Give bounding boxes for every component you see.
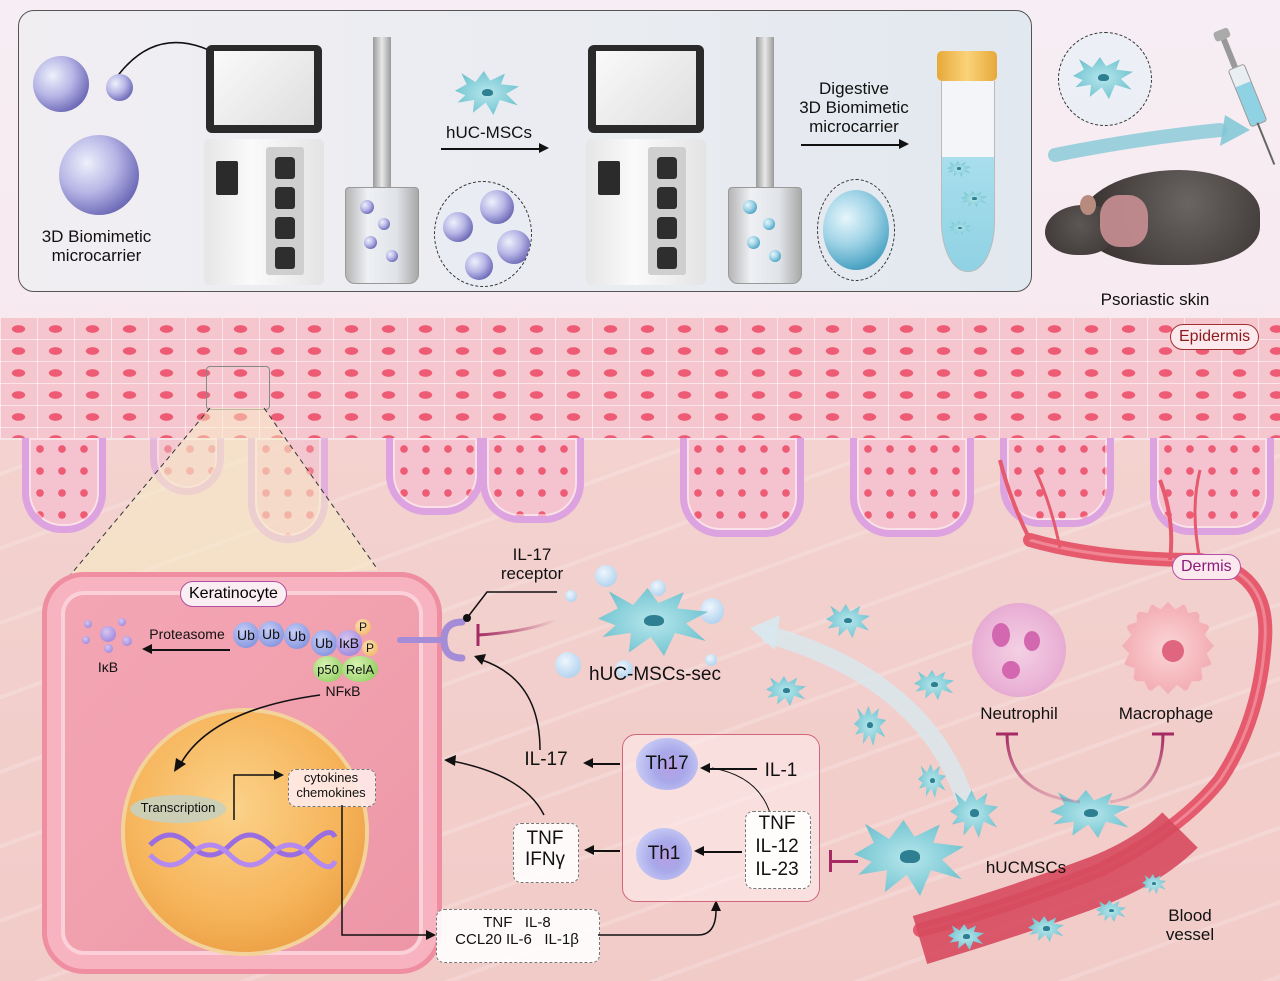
microcarrier-sphere-icon <box>106 74 133 101</box>
th17-to-il17-arrow <box>590 763 620 765</box>
injection-arrow-icon <box>1048 115 1250 162</box>
ikb-protein: IκB <box>336 630 362 656</box>
t-cell-inhibition-cap <box>829 850 832 872</box>
macrophage-cell <box>1122 602 1214 694</box>
ubiquitin-4: Ub <box>311 630 337 656</box>
th1-to-tnf-arrow <box>592 850 620 852</box>
keratinocyte-output-label: TNF IL-8 CCL20 IL-6 IL-1β <box>455 914 579 948</box>
dermis-label: Dermis <box>1172 554 1241 580</box>
cell-suspension-zoom-circle <box>1058 32 1152 126</box>
bioreactor-2-icon <box>586 35 706 293</box>
ubiquitin-2: Ub <box>258 621 284 647</box>
psoriatic-skin-label: Psoriastic skin <box>1100 290 1210 309</box>
nfkb-label: NFκB <box>325 683 361 699</box>
arrowhead-icon <box>539 143 549 153</box>
inducers-label: TNF IL-12 IL-23 <box>755 813 799 880</box>
innate-inhibition-icon <box>996 732 1174 804</box>
il17-receptor-icon <box>397 618 466 662</box>
culture-vessel-1-icon <box>341 37 421 284</box>
nfkb-translocation-arrow <box>174 694 321 772</box>
centrifuge-tube-icon <box>937 51 997 281</box>
cytokines-label: cytokines chemokines <box>296 770 366 800</box>
phosphate-2: P <box>362 640 378 656</box>
ubiquitin-3: Ub <box>284 623 310 649</box>
rela-subunit: RelA <box>342 656 378 682</box>
microcarrier-sphere-icon <box>59 135 139 215</box>
step-2-arrow <box>801 144 901 146</box>
t-cell-inhibition-bar <box>830 860 858 863</box>
neutrophil-cell <box>972 603 1066 697</box>
secretion-arrow <box>341 805 436 940</box>
inducers-to-th1-arrow <box>702 851 742 853</box>
blood-vessel-label: Blood vessel <box>1165 906 1215 945</box>
arrowhead-icon <box>583 758 593 768</box>
ikb-fragments-icon <box>82 618 134 654</box>
transcription-label: Transcription <box>140 800 216 815</box>
keratinocyte-output-box <box>436 909 600 963</box>
il1-label: IL-1 <box>764 760 798 781</box>
arrowhead-icon <box>584 845 594 855</box>
transcription-bubble <box>130 795 226 823</box>
neutrophil-label: Neutrophil <box>980 704 1058 723</box>
keratinocyte-label: Keratinocyte <box>180 581 287 607</box>
paracrine-arrow-icon <box>750 615 974 809</box>
inducers-box <box>745 811 811 889</box>
secretome-label: hUC-MSCs-sec <box>589 664 721 685</box>
microcarrier-zoom-circle <box>434 181 532 287</box>
microcarrier-sphere-icon <box>33 56 89 112</box>
il17-receptor-label: IL-17 receptor <box>500 545 564 584</box>
tnf-ifn-box <box>513 823 579 883</box>
epidermis-label: Epidermis <box>1170 324 1260 350</box>
proteasome-arrow <box>150 649 230 651</box>
il17-label: IL-17 <box>524 749 568 770</box>
step-1-arrow <box>441 148 541 150</box>
mouse-icon <box>1040 150 1270 280</box>
secretome-inhibition-icon <box>476 618 557 646</box>
arrowhead-icon <box>899 139 909 149</box>
step-hucmsc-label: hUC-MSCs <box>446 123 532 142</box>
tnf-ifn-label: TNF IFNγ <box>524 828 566 871</box>
rete-ridges <box>0 438 1280 543</box>
microcarrier-label: 3D Biomimetic microcarrier <box>41 227 152 266</box>
receptor-pointer-line <box>463 591 557 622</box>
transcription-arrow <box>233 770 284 820</box>
culture-vessel-2-icon <box>724 37 804 284</box>
il17-to-receptor-arrow <box>474 654 541 751</box>
arrowhead-icon <box>142 644 152 654</box>
arrowhead-icon <box>700 763 710 773</box>
secretome-vesicles-icon <box>555 560 735 678</box>
step-digestive-label: Digestive 3D Biomimetic microcarrier <box>799 79 909 137</box>
inducers-to-th17-arrow <box>711 767 771 814</box>
hucmsc-label: hUCMSCs <box>985 858 1067 877</box>
p50-subunit: p50 <box>313 656 343 682</box>
ikb-degraded-label: IκB <box>97 659 119 675</box>
hucmsc-cell-icon <box>455 71 519 115</box>
zoom-region-box <box>206 366 270 410</box>
phosphate-1: P <box>355 619 371 635</box>
ubiquitin-1: Ub <box>233 622 259 648</box>
th17-cell: Th17 <box>636 738 698 790</box>
arrowhead-icon <box>694 846 704 856</box>
tnf-to-keratinocyte-arrow <box>444 755 545 816</box>
feedback-arrow <box>598 900 721 936</box>
th1-cell: Th1 <box>636 828 692 880</box>
epidermis-layer <box>0 318 1280 438</box>
bioreactor-1-icon <box>204 35 324 293</box>
culture-process-panel: 3D Biomimetic microcarrier hUC-MSC <box>18 10 1032 292</box>
macrophage-label: Macrophage <box>1118 704 1214 723</box>
cytokines-box <box>288 769 376 807</box>
proteasome-label: Proteasome <box>149 626 225 642</box>
dna-helix-icon <box>148 830 338 870</box>
il1-to-th17-arrow <box>707 768 757 770</box>
seeded-microcarrier-zoom-circle <box>817 179 895 281</box>
